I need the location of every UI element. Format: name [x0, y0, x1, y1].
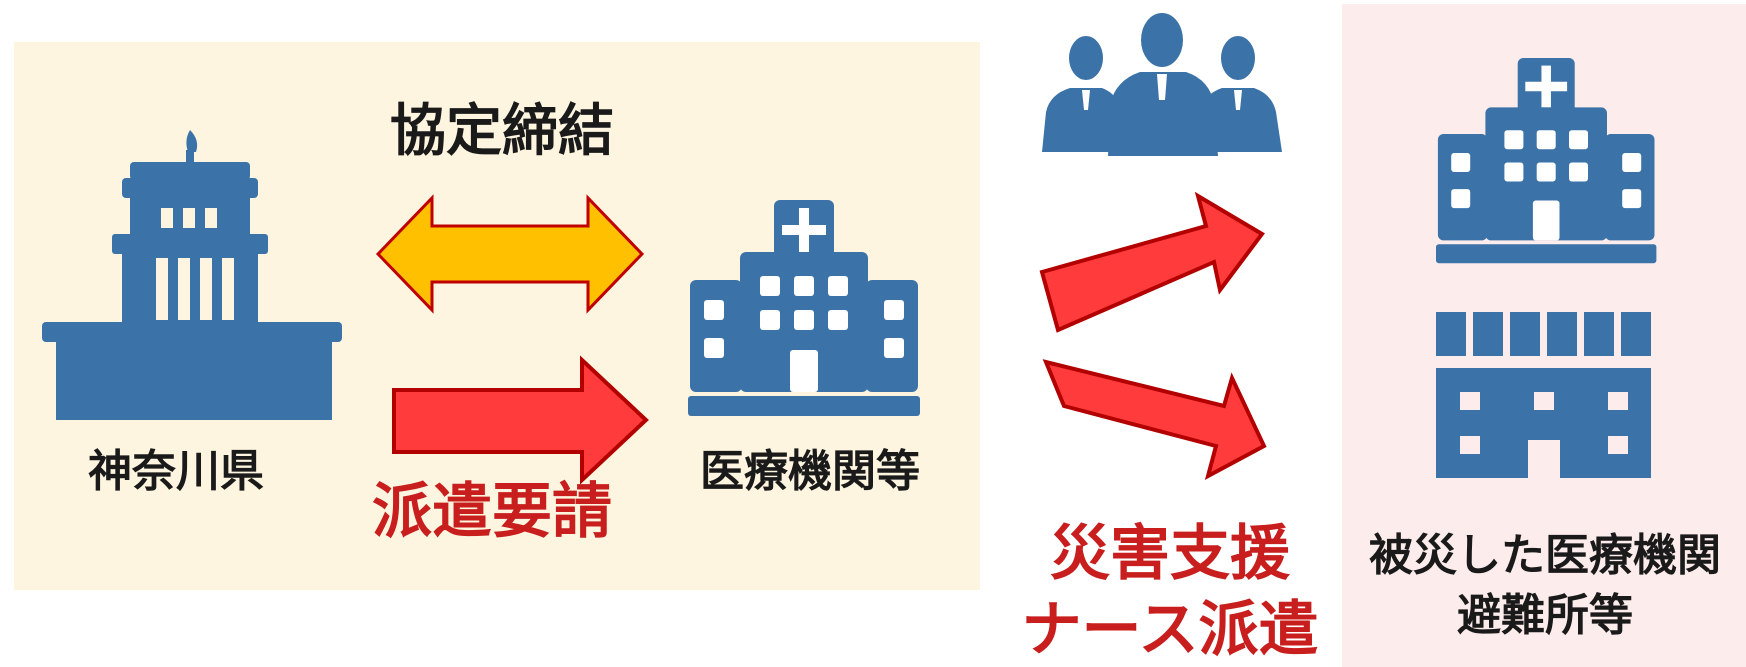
dispatch-request-label: 派遣要請 [372, 477, 612, 547]
dispatch-arrow-upper [1039, 191, 1265, 333]
destination-label-line1: 被災した医療機関 [1369, 530, 1721, 581]
hospital-icon [688, 200, 920, 416]
government-building-icon [42, 130, 342, 420]
government-building-windows [156, 208, 234, 320]
people-ties [1082, 74, 1242, 110]
prefecture-label: 神奈川県 [88, 446, 264, 497]
shelter-building-icon [1436, 312, 1651, 478]
destination-label-line2: 避難所等 [1457, 590, 1633, 641]
shelter-windows [1460, 392, 1628, 478]
support-label-line1: 災害支援 [1050, 519, 1290, 589]
destination-hospital-icon [1436, 58, 1657, 264]
agreement-double-arrow [375, 194, 645, 314]
medical-institutions-label: 医療機関等 [700, 446, 920, 497]
people-group-icon [1042, 13, 1282, 156]
dispatch-request-arrow [392, 355, 649, 485]
agreement-label: 協定締結 [390, 99, 614, 164]
support-label-line2: ナース派遣 [1021, 595, 1319, 665]
dispatch-arrow-lower [1042, 359, 1267, 480]
